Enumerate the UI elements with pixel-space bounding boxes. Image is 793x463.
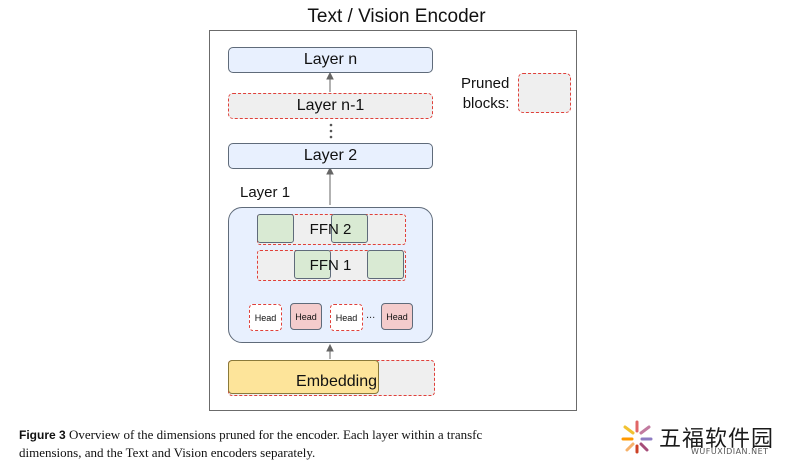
caption-text-2: dimensions, and the Text and Vision enco… bbox=[19, 445, 316, 460]
ffn2-label: FFN 2 bbox=[309, 221, 352, 238]
layer-n-block: Layer n bbox=[228, 47, 433, 73]
embedding-label: Embedding bbox=[296, 373, 377, 390]
caption-line-1: Figure 3 Overview of the dimensions prun… bbox=[19, 426, 594, 444]
legend-line-1: Pruned bbox=[461, 75, 510, 92]
ffn2-kept-block bbox=[331, 214, 368, 243]
continuation-dot bbox=[329, 123, 333, 127]
head-kept: Head bbox=[381, 303, 413, 330]
ffn1-label: FFN 1 bbox=[309, 257, 352, 274]
layer-2-block: Layer 2 bbox=[228, 143, 433, 169]
diagram-title: Text / Vision Encoder bbox=[307, 6, 486, 27]
layer-n-minus-1-block: Layer n-1 bbox=[228, 93, 433, 119]
ffn1-kept-block bbox=[367, 250, 404, 279]
continuation-dot bbox=[329, 135, 333, 139]
head-kept: Head bbox=[290, 303, 322, 330]
watermark-logo-icon bbox=[621, 420, 653, 454]
legend-line-2: blocks: bbox=[462, 95, 510, 112]
layer-1-label: Layer 1 bbox=[240, 184, 291, 201]
arrow-head-layer-n bbox=[326, 71, 334, 80]
watermark-url: WUFUXIDIAN.NET bbox=[691, 447, 769, 456]
ffn1-kept-block bbox=[294, 250, 331, 279]
head-pruned: Head bbox=[249, 304, 282, 331]
figure-caption: Figure 3 Overview of the dimensions prun… bbox=[19, 426, 594, 461]
continuation-dot bbox=[329, 129, 333, 133]
encoder-frame bbox=[209, 30, 577, 411]
layer-n-minus-1-label: Layer n-1 bbox=[296, 97, 365, 114]
arrow-head-layer-1 bbox=[326, 343, 334, 352]
legend-text: Pruned blocks: bbox=[461, 74, 509, 114]
caption-text-1: Overview of the dimensions pruned for th… bbox=[68, 427, 483, 442]
ffn2-kept-block bbox=[257, 214, 294, 243]
layer-2-label: Layer 2 bbox=[303, 147, 358, 164]
embedding-kept-block bbox=[228, 360, 379, 394]
legend-pruned-swatch bbox=[518, 73, 571, 113]
figure-label: Figure 3 bbox=[19, 428, 66, 442]
watermark-chinese: 五福软件园 bbox=[659, 427, 775, 452]
head-pruned: Head bbox=[330, 304, 363, 331]
layer-n-label: Layer n bbox=[303, 51, 358, 68]
heads-ellipsis: ... bbox=[366, 309, 376, 321]
arrow-head-layer-2 bbox=[326, 166, 334, 175]
